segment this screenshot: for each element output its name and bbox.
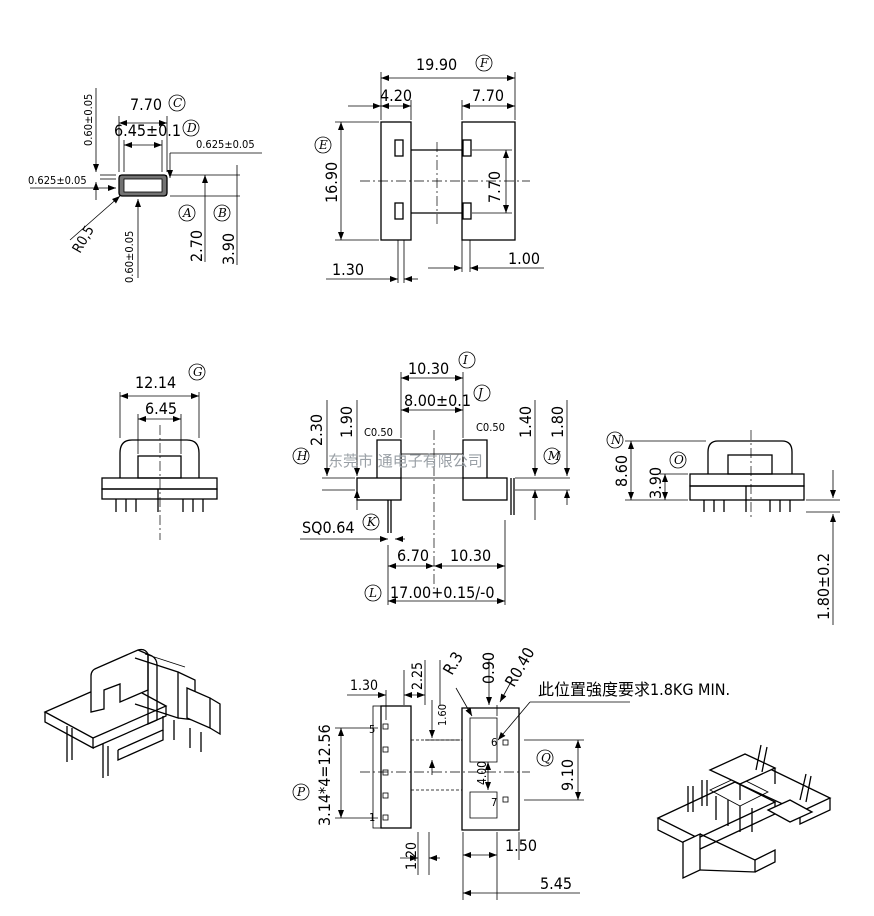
marker-k [362,513,380,531]
dim-c-770: 7.70 [130,95,162,114]
dim-120: 1.20 [404,842,420,870]
marker-m-label: M [547,449,561,463]
dim-o-390: 3.90 [646,467,665,499]
dim-0625-right: 0.625±0.05 [196,138,255,151]
iso-view-right [656,744,832,880]
dim-1030-bottom: 10.30 [450,546,491,565]
marker-j [473,384,491,402]
dim-130-bottom: 1.30 [350,678,378,694]
dim-b-390: 3.90 [219,233,238,265]
marker-a-label: A [182,206,192,220]
dim-230: 2.30 [307,414,326,446]
dim-r040: R0.40 [501,644,538,690]
side-view-right: N O 8.60 3.90 1.80±0.2 [606,430,840,625]
chamfer-right: C0.50 [476,421,505,434]
marker-d-label: D [186,121,197,135]
pin-label-5: 5 [369,723,375,736]
chamfer-left: C0.50 [364,426,393,439]
marker-k-label: K [366,515,377,529]
marker-i [458,351,476,369]
marker-a [178,204,196,222]
dim-150: 1.50 [505,836,537,855]
pin-label-7: 7 [491,796,497,809]
marker-h [292,447,310,465]
iso-view-left [43,648,221,778]
dim-770-top: 7.70 [472,86,504,105]
pin-label-1: 1 [369,811,375,824]
marker-q-label: Q [541,751,551,765]
dim-pitch: 3.14*4=12.56 [315,724,334,826]
dim-420: 4.20 [380,86,412,105]
dim-180-02: 1.80±0.2 [814,553,833,620]
bottom-view: 1.30 2.25 R.3 0.90 R0.40 此位置強度要求1.8KG MI… [292,644,730,900]
dim-770-vertical: 7.70 [485,171,504,203]
dim-140: 1.40 [516,406,535,438]
dim-160: 1.60 [436,704,449,726]
dim-r05: R0,5 [70,223,98,256]
dim-400: 4.00 [475,761,489,785]
dim-d-645: 6.45±0.1 [114,121,181,140]
marker-e [314,136,332,154]
side-view-g: 12.14 G 6.45 [101,363,218,540]
dim-q-910: 9.10 [558,759,577,791]
dim-100: 1.00 [508,249,540,268]
dim-130: 1.30 [332,260,364,279]
dim-190: 1.90 [337,406,356,438]
marker-i-label: I [462,353,468,367]
marker-g [188,363,206,381]
pin-label-6: 6 [491,736,497,749]
marker-p-label: P [296,785,306,799]
marker-n-label: N [610,433,622,447]
marker-g-label: G [193,365,203,379]
marker-e-label: E [318,138,328,152]
strength-note: 此位置強度要求1.8KG MIN. [538,680,730,699]
dim-sq064: SQ0.64 [302,518,355,537]
top-view: 19.90 F 4.20 7.70 E 16.90 7.70 1.30 1.00 [314,54,544,283]
marker-m [543,447,561,465]
marker-l-label: L [368,586,377,600]
dim-225: 2.25 [410,662,426,690]
marker-c [168,94,186,112]
marker-f [475,54,493,72]
marker-n [606,431,624,449]
marker-o-label: O [674,453,684,467]
marker-d [182,119,200,137]
dim-545: 5.45 [540,874,572,893]
marker-b [213,204,231,222]
marker-o [669,451,687,469]
marker-q [536,749,554,767]
marker-p [292,783,310,801]
wire-section-view: 7.70 C 6.45±0.1 D 0.60±0.05 0.625±0.05 0… [28,88,262,283]
watermark: 东莞市 通电子有限公司 [328,452,483,470]
dim-090: 0.90 [479,652,498,684]
dim-l-1700: 17.00+0.15/-0 [390,583,495,602]
marker-h-label: H [296,449,308,463]
dim-0625-left: 0.625±0.05 [28,174,87,187]
marker-j-label: J [475,386,484,400]
dim-180: 1.80 [548,406,567,438]
dim-n-860: 8.60 [612,455,631,487]
dim-670: 6.70 [397,546,429,565]
dim-i-1030: 10.30 [408,359,449,378]
marker-f-label: F [479,56,489,70]
marker-l [364,584,382,602]
dim-f-1990: 19.90 [416,55,457,74]
dim-060-bottom: 0.60±0.05 [123,231,136,283]
section-hatch [119,175,167,196]
front-view: 10.30 I 8.00±0.1 J 2.30 1.90 1.40 1.80 C… [292,351,570,605]
marker-c-label: C [173,96,182,110]
dim-g-645: 6.45 [145,399,177,418]
dim-060-top: 0.60±0.05 [82,94,95,146]
dim-r3: R.3 [439,648,467,678]
marker-b-label: B [217,206,227,220]
dim-e-1690: 16.90 [322,162,341,203]
dim-j-800: 8.00±0.1 [404,391,471,410]
section-inner [123,178,163,193]
dim-a-270: 2.70 [187,230,206,262]
dim-g-1214: 12.14 [135,373,176,392]
